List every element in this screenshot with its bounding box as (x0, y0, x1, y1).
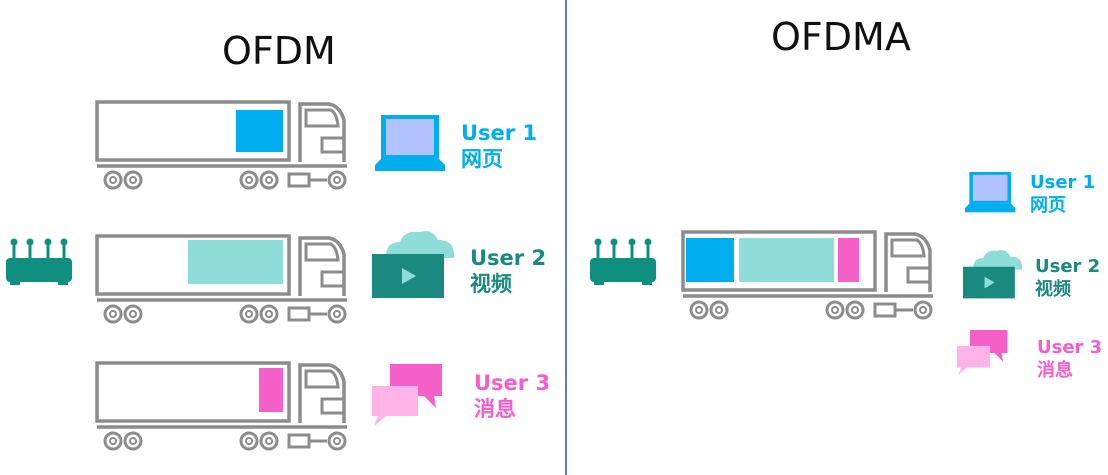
ofdma-user3-label: User 3 消息 (1037, 337, 1102, 382)
truck-icon (95, 100, 349, 190)
user-desc: 网页 (1030, 194, 1066, 216)
user2-load (739, 238, 834, 282)
user-name: User 3 (474, 371, 551, 395)
video-cloud-icon (963, 250, 1023, 299)
user-name: User 1 (1030, 172, 1096, 193)
router-icon (588, 237, 658, 287)
user-name: User 3 (1037, 337, 1103, 358)
video-cloud-icon (372, 231, 454, 298)
ofdm-user3-label: User 3 消息 (474, 370, 550, 423)
user3-load (838, 238, 859, 282)
ofdm-user2-label: User 2 视频 (470, 245, 546, 298)
ofdma-user1-label: User 1 网页 (1030, 172, 1095, 217)
user-name: User 1 (461, 121, 538, 145)
user-desc: 网页 (461, 147, 503, 172)
chat-bubbles-icon (372, 364, 442, 426)
user-name: User 2 (470, 246, 547, 270)
user-name: User 2 (1035, 256, 1101, 277)
user1-load (236, 110, 283, 152)
laptop-icon (375, 115, 445, 171)
user2-load (188, 240, 283, 284)
truck-icon (95, 361, 349, 451)
ofdm-title: OFDM (222, 29, 336, 73)
laptop-icon (965, 172, 1016, 213)
user-desc: 视频 (470, 272, 512, 297)
user-desc: 消息 (474, 397, 516, 422)
ofdm-user1-label: User 1 网页 (461, 120, 537, 173)
ofdma-title: OFDMA (771, 15, 911, 59)
user-desc: 消息 (1037, 359, 1073, 381)
user3-load (259, 368, 283, 412)
chat-bubbles-icon (957, 330, 1008, 375)
user-desc: 视频 (1035, 278, 1071, 300)
user1-load (686, 238, 734, 282)
ofdma-user2-label: User 2 视频 (1035, 256, 1100, 301)
router-icon (4, 237, 74, 287)
